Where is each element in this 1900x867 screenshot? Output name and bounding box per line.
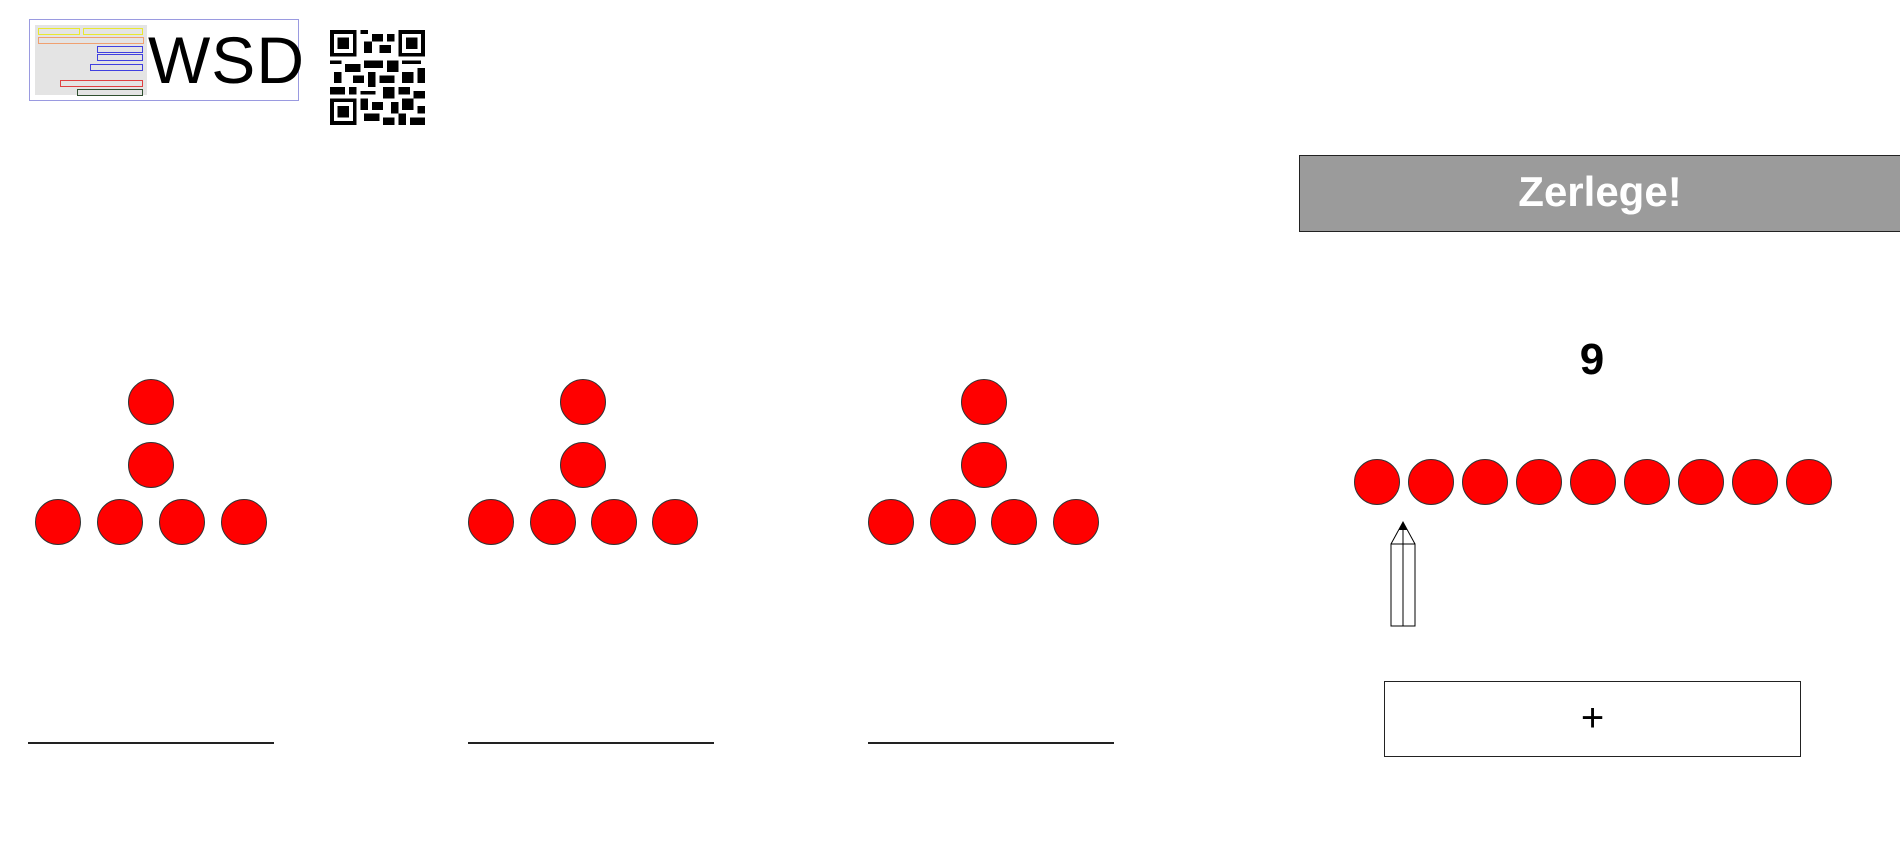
qr-code	[330, 30, 425, 125]
number-dot	[1624, 459, 1670, 505]
dot	[221, 499, 267, 545]
dot	[991, 499, 1037, 545]
task-title-banner: Zerlege!	[1299, 155, 1900, 232]
number-dot	[1354, 459, 1400, 505]
target-number: 9	[1579, 335, 1605, 384]
number-dot	[1786, 459, 1832, 505]
dot	[652, 499, 698, 545]
dot	[868, 499, 914, 545]
dot	[560, 442, 606, 488]
number-dot	[1732, 459, 1778, 505]
dot	[159, 499, 205, 545]
pencil-divider-icon[interactable]	[1388, 520, 1418, 628]
dot	[128, 442, 174, 488]
equation-answer-box[interactable]: +	[1384, 681, 1801, 757]
number-dot	[1462, 459, 1508, 505]
answer-line-2[interactable]	[468, 742, 714, 744]
number-dot	[1678, 459, 1724, 505]
logo-thumbnail	[35, 25, 147, 96]
dot	[961, 442, 1007, 488]
dot	[530, 499, 576, 545]
dot	[1053, 499, 1099, 545]
dot	[961, 379, 1007, 425]
number-dot	[1408, 459, 1454, 505]
dot	[468, 499, 514, 545]
number-dot	[1516, 459, 1562, 505]
answer-line-3[interactable]	[868, 742, 1114, 744]
dot	[128, 379, 174, 425]
dot	[591, 499, 637, 545]
dot	[560, 379, 606, 425]
dot	[97, 499, 143, 545]
wsd-logo: WSD	[29, 19, 304, 101]
plus-sign: +	[1580, 696, 1605, 740]
logo-text: WSD	[148, 23, 305, 97]
dot	[35, 499, 81, 545]
number-dot	[1570, 459, 1616, 505]
dot	[930, 499, 976, 545]
answer-line-1[interactable]	[28, 742, 274, 744]
